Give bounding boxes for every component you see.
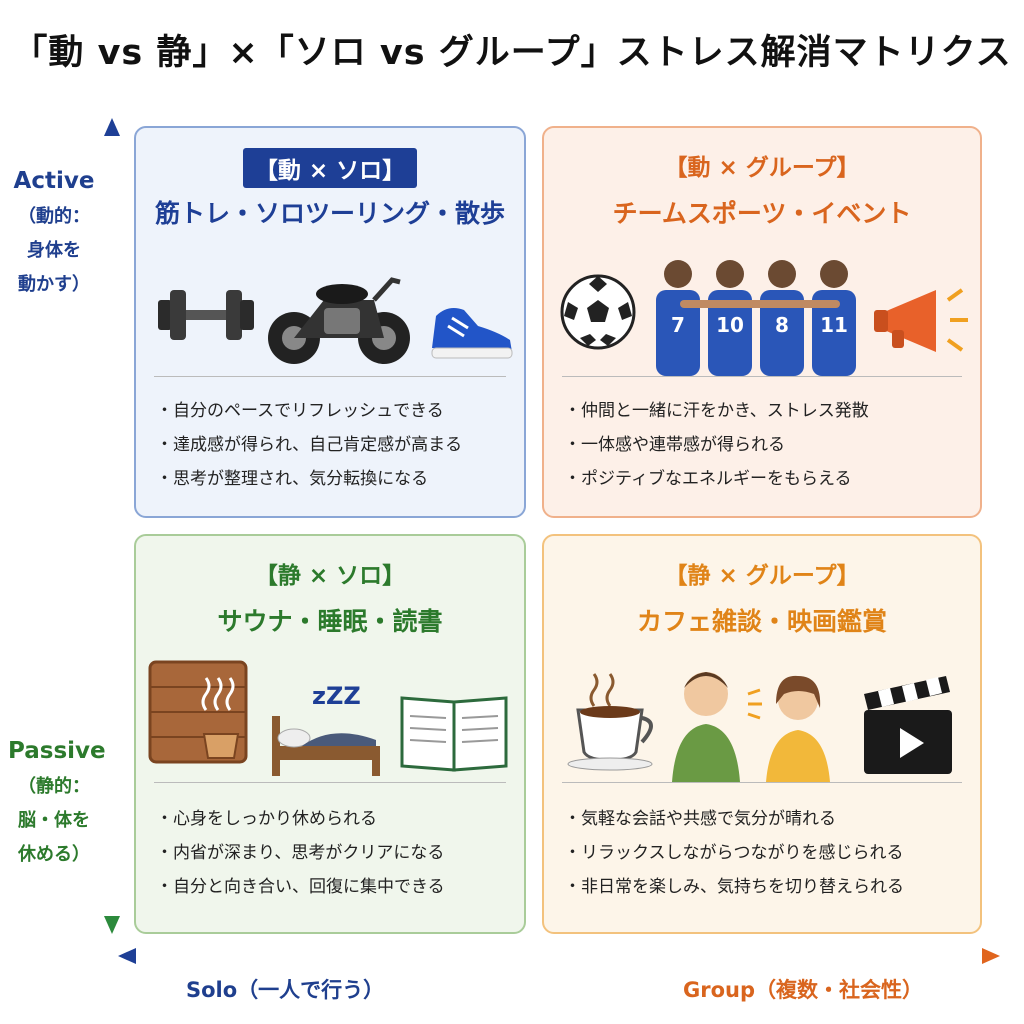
y-axis-arrow [104, 118, 120, 934]
coffee-cup-icon [567, 673, 653, 771]
list-item: 非日常を楽しみ、気持ちを切り替えられる [564, 870, 904, 904]
bed-icon: zZZ [272, 682, 380, 776]
people-talking-icon [672, 672, 830, 782]
sneaker-icon [431, 308, 513, 359]
list-item: 心身をしっかり休められる [156, 802, 445, 836]
quadrant-icons [544, 654, 980, 784]
list-item: リラックスしながらつながりを感じられる [564, 836, 904, 870]
list-item: 達成感が得られ、自己肯定感が高まる [156, 428, 462, 462]
divider [154, 782, 506, 783]
quadrant-badge: 【動 × ソロ】 [136, 148, 524, 188]
list-item: 思考が整理され、気分転換になる [156, 462, 462, 496]
y-axis-label-passive: Passive （静的： 脳・体を 休める） [8, 738, 106, 872]
quadrant-icons: zZZ [136, 654, 524, 784]
page-title: 「動 vs 静」×「ソロ vs グループ」ストレス解消マトリクス [12, 33, 1012, 73]
y-axis-passive-main: Passive [8, 738, 106, 764]
list-item: 仲間と一緒に汗をかき、ストレス発散 [564, 394, 869, 428]
y-axis-passive-sub-line: （静的： [18, 776, 90, 797]
quadrant-badge: 【静 × グループ】 [664, 563, 860, 589]
jersey-number: 8 [775, 313, 789, 337]
quadrant-icons [136, 246, 524, 376]
bullet-list: 気軽な会話や共感で気分が晴れる リラックスしながらつながりを感じられる 非日常を… [564, 802, 904, 904]
jersey-number: 7 [671, 313, 685, 337]
quadrant-subtitle: チームスポーツ・イベント [612, 199, 912, 228]
x-axis-arrow [118, 948, 1000, 964]
bullet-list: 心身をしっかり休められる 内省が深まり、思考がクリアになる 自分と向き合い、回復… [156, 802, 445, 904]
divider [562, 782, 962, 783]
quadrant-active-solo: 【動 × ソロ】 筋トレ・ソロツーリング・散歩 [134, 126, 526, 518]
clapperboard-icon [864, 676, 952, 774]
list-item: 自分のペースでリフレッシュできる [156, 394, 462, 428]
quadrant-subtitle: 筋トレ・ソロツーリング・散歩 [154, 199, 505, 228]
list-item: 自分と向き合い、回復に集中できる [156, 870, 445, 904]
dumbbell-icon [158, 290, 254, 340]
y-axis-label-active: Active （動的： 身体を 動かす） [8, 168, 100, 302]
list-item: 内省が深まり、思考がクリアになる [156, 836, 445, 870]
y-axis-passive-sub: （静的： 脳・体を 休める） [8, 770, 100, 872]
jersey-number: 10 [716, 313, 744, 337]
jersey-number: 11 [820, 313, 848, 337]
quadrant-active-group: 【動 × グループ】 チームスポーツ・イベント 7 [542, 126, 982, 518]
open-book-icon [400, 696, 508, 772]
sleep-zzz-text: zZZ [312, 682, 361, 710]
x-axis-label-solo: Solo（一人で行う） [186, 978, 385, 1002]
divider [154, 376, 506, 377]
list-item: 気軽な会話や共感で気分が晴れる [564, 802, 904, 836]
quadrant-subtitle: サウナ・睡眠・読書 [217, 607, 443, 636]
y-axis-passive-sub-line: 休める） [18, 844, 90, 865]
y-axis-active-main: Active [13, 168, 95, 194]
quadrant-badge: 【静 × ソロ】 [254, 563, 406, 589]
list-item: 一体感や連帯感が得られる [564, 428, 869, 462]
y-axis-active-sub-line: （動的： [18, 206, 90, 227]
bullet-list: 自分のペースでリフレッシュできる 達成感が得られ、自己肯定感が高まる 思考が整理… [156, 394, 462, 496]
quadrant-subtitle: カフェ雑談・映画鑑賞 [636, 607, 887, 636]
motorcycle-icon [268, 277, 410, 364]
y-axis-active-sub: （動的： 身体を 動かす） [8, 200, 100, 302]
y-axis-active-sub-line: 身体を [27, 240, 81, 261]
quadrant-badge: 【動 × グループ】 [664, 155, 860, 181]
divider [562, 376, 962, 377]
quadrant-badge-text: 【動 × ソロ】 [242, 148, 418, 188]
team-players-icon: 7 10 8 11 [656, 260, 856, 376]
sauna-icon [148, 660, 248, 764]
x-axis-label-group: Group（複数・社会性） [683, 978, 924, 1002]
bullet-list: 仲間と一緒に汗をかき、ストレス発散 一体感や連帯感が得られる ポジティブなエネル… [564, 394, 869, 496]
megaphone-icon [874, 288, 968, 352]
quadrant-passive-solo: 【静 × ソロ】 サウナ・睡眠・読書 zZZ [134, 534, 526, 934]
soccer-ball-icon [560, 274, 636, 350]
y-axis-passive-sub-line: 脳・体を [18, 810, 90, 831]
y-axis-active-sub-line: 動かす） [18, 274, 90, 295]
quadrant-icons: 7 10 8 11 [544, 246, 980, 376]
list-item: ポジティブなエネルギーをもらえる [564, 462, 869, 496]
quadrant-passive-group: 【静 × グループ】 カフェ雑談・映画鑑賞 [542, 534, 982, 934]
